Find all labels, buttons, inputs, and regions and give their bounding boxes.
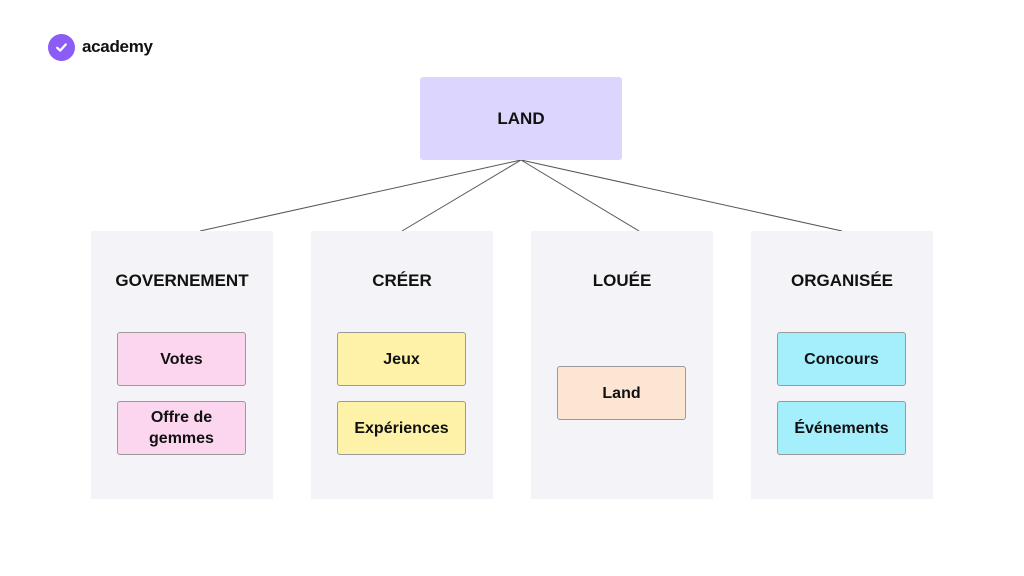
academy-logo: academy (48, 33, 153, 61)
panel-title: CRÉER (372, 271, 432, 290)
panel-title: ORGANISÉE (790, 271, 894, 290)
connector-organisee (520, 159, 843, 232)
check-icon (48, 33, 75, 61)
connector-creer (401, 159, 522, 232)
leaf-node: Offre de gemmes (117, 401, 246, 455)
panel-organisee: ORGANISÉE Concours Événements (751, 231, 933, 499)
panel-creer: CRÉER Jeux Expériences (311, 231, 493, 499)
root-node: LAND (420, 77, 622, 160)
panel-louee: LOUÉE Land (531, 231, 713, 499)
panel-title: GOVERNEMENT (115, 271, 249, 290)
leaf-node: Jeux (337, 332, 466, 386)
connector-governement (199, 159, 522, 232)
leaf-node: Land (557, 366, 686, 420)
panel-title: LOUÉE (592, 271, 652, 290)
leaf-node: Votes (117, 332, 246, 386)
connector-louee (520, 159, 640, 232)
panel-governement: GOVERNEMENT Votes Offre de gemmes (91, 231, 273, 499)
logo-text: academy (82, 37, 153, 56)
root-label: LAND (497, 108, 545, 128)
leaf-node: Événements (777, 401, 906, 455)
leaf-node: Concours (777, 332, 906, 386)
leaf-node: Expériences (337, 401, 466, 455)
